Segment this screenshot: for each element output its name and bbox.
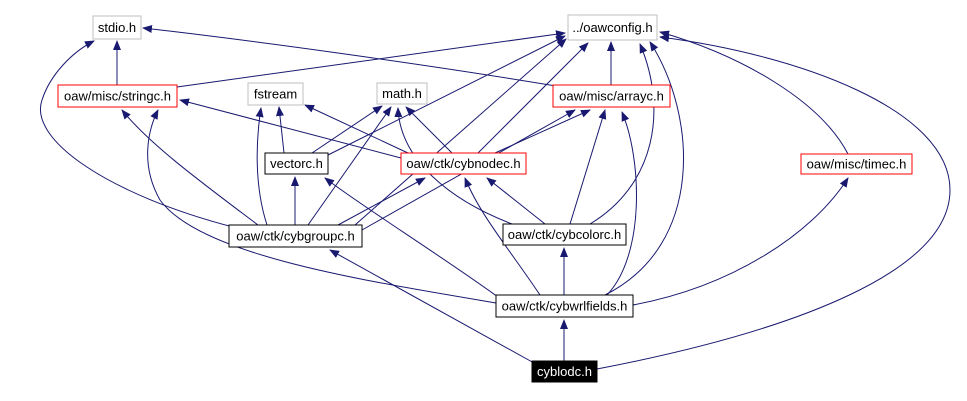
include-edge-vectorc-to-math <box>311 105 383 154</box>
include-edge-timec-to-oawconfig <box>659 30 849 155</box>
include-edge-cybwrlfields-to-cybnodec <box>464 177 541 296</box>
include-edge-cybcolorc-to-cybnodec <box>486 177 546 225</box>
node-box-oawconfig <box>567 14 658 41</box>
include-edge-cyblodc-to-oawconfig <box>596 34 951 370</box>
node-math: math.h <box>376 82 428 105</box>
node-stdio: stdio.h <box>92 15 142 40</box>
include-edge-vectorc-to-fstream <box>275 106 285 154</box>
include-edge-cybnodec-to-fstream <box>304 104 409 154</box>
node-label-math: math.h <box>382 86 422 101</box>
include-edge-cybwrlfields-to-timec <box>632 177 849 306</box>
node-cybwrlfields[interactable]: oaw/ctk/cybwrlfields.h <box>495 294 634 318</box>
include-edge-cybwrlfields-to-arrayc <box>606 111 637 296</box>
include-edge-cybcolorc-to-oawconfig <box>589 43 655 225</box>
node-label-oawconfig: ../oawconfig.h <box>572 20 652 35</box>
node-box-cybgroupc[interactable] <box>228 224 363 248</box>
node-label-arrayc: oaw/misc/arrayc.h <box>559 89 664 104</box>
include-edge-cybwrlfields-to-stringc <box>147 109 497 304</box>
node-cybgroupc[interactable]: oaw/ctk/cybgroupc.h <box>228 224 363 248</box>
node-vectorc[interactable]: vectorc.h <box>264 152 329 175</box>
include-edge-arrayc-to-stdio <box>142 25 557 87</box>
node-fstream: fstream <box>247 82 304 106</box>
node-label-stdio: stdio.h <box>98 20 136 35</box>
node-label-fstream: fstream <box>254 87 297 102</box>
include-edge-stringc-to-oawconfig <box>176 30 566 88</box>
include-edge-cybcolorc-to-arrayc <box>569 109 607 225</box>
node-box-fstream <box>247 82 304 106</box>
node-box-cybnodec[interactable] <box>400 152 527 175</box>
node-oawconfig: ../oawconfig.h <box>567 14 658 41</box>
include-edge-cybgroupc-to-math <box>307 106 392 226</box>
node-label-cybcolorc: oaw/ctk/cybcolorc.h <box>508 227 621 242</box>
node-cyblodc: cyblodc.h <box>531 360 598 383</box>
include-edge-cybnodec-to-stringc <box>179 98 402 159</box>
node-label-timec: oaw/misc/timec.h <box>807 157 907 172</box>
node-label-stringc: oaw/misc/stringc.h <box>64 89 171 104</box>
include-edge-cybwrlfields-to-oawconfig <box>604 41 684 296</box>
node-box-cybwrlfields[interactable] <box>495 294 634 318</box>
include-edge-cybgroupc-to-fstream <box>255 107 268 226</box>
node-label-cybgroupc: oaw/ctk/cybgroupc.h <box>236 229 355 244</box>
node-box-cybcolorc[interactable] <box>502 223 627 246</box>
node-box-arrayc[interactable] <box>552 84 671 108</box>
node-box-stringc[interactable] <box>57 84 178 108</box>
node-box-timec[interactable] <box>800 153 913 175</box>
include-edge-cybgroupc-to-oawconfig <box>354 38 567 226</box>
node-box-stdio <box>92 15 142 40</box>
include-edge-cybnodec-to-oawconfig <box>477 42 589 154</box>
node-box-vectorc[interactable] <box>264 152 329 175</box>
node-cybcolorc[interactable]: oaw/ctk/cybcolorc.h <box>502 223 627 246</box>
include-edge-cybnodec-to-arrayc <box>494 109 591 154</box>
include-edge-cybgroupc-to-stdio <box>40 40 234 228</box>
node-label-cybnodec: oaw/ctk/cybnodec.h <box>406 156 520 171</box>
node-box-cyblodc <box>531 360 598 383</box>
include-edge-cybnodec-to-math <box>405 106 453 154</box>
node-box-math <box>376 82 428 105</box>
include-edge-cybgroupc-to-stringc <box>121 109 259 226</box>
node-stringc[interactable]: oaw/misc/stringc.h <box>57 84 178 108</box>
node-timec[interactable]: oaw/misc/timec.h <box>800 153 913 175</box>
include-edge-cybgroupc-to-cybnodec <box>337 177 426 226</box>
include-edge-cyblodc-to-cybgroupc <box>329 249 535 364</box>
include-edge-vectorc-to-oawconfig <box>327 35 566 156</box>
include-edge-cybwrlfields-to-vectorc <box>324 177 499 298</box>
node-arrayc[interactable]: oaw/misc/arrayc.h <box>552 84 671 108</box>
node-label-cybwrlfields: oaw/ctk/cybwrlfields.h <box>502 299 628 314</box>
node-label-cyblodc: cyblodc.h <box>537 364 592 379</box>
include-edge-cybcolorc-to-math <box>394 107 513 225</box>
node-cybnodec[interactable]: oaw/ctk/cybnodec.h <box>400 152 527 175</box>
node-label-vectorc: vectorc.h <box>270 156 323 171</box>
